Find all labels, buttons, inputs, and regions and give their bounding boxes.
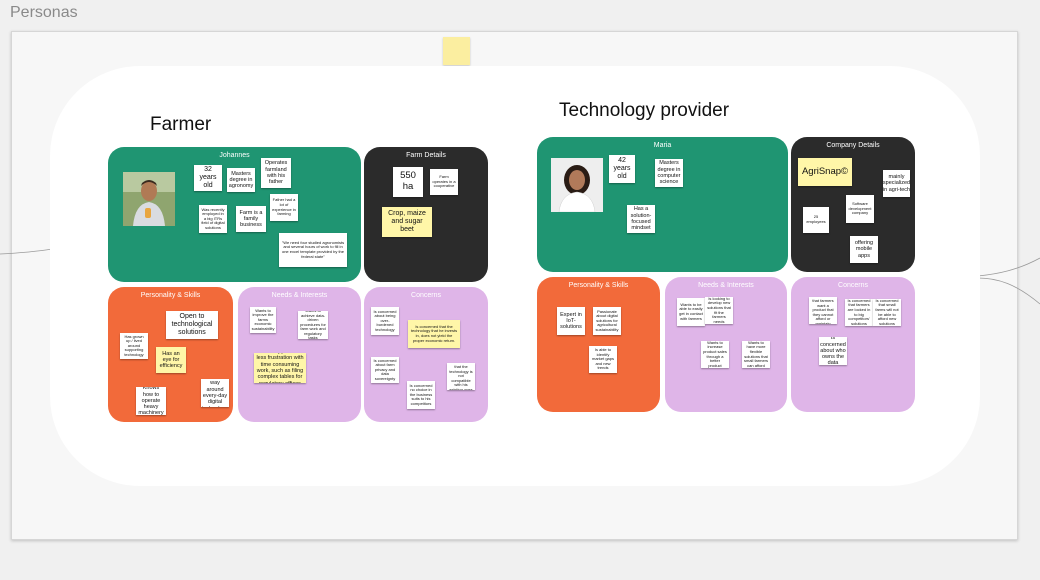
tech-skill-iot[interactable]: Expert in IoT-solutions — [557, 307, 585, 335]
company-note-apps[interactable]: offering mobile apps — [850, 236, 878, 263]
tech-avatar — [551, 158, 603, 212]
farmer-skill-machinery[interactable]: Knows how to operate heavy machinery — [136, 387, 166, 415]
farm-note-crops[interactable]: Crop, maize and sugar beet — [382, 207, 432, 237]
tech-skill-passionate[interactable]: Passionate about digital solutions for a… — [593, 307, 621, 335]
farmer-skill-digital[interactable]: Knows his way around every-day digital t… — [201, 379, 229, 407]
board-title: Personas — [10, 4, 78, 21]
tech-profile-panel[interactable]: Maria 42 years old Masters degree in com… — [537, 137, 788, 272]
tech-concern-small-farms[interactable]: Is concerned that small farms will not b… — [873, 299, 901, 326]
tech-concerns-panel[interactable]: Concerns Is concerned that farmers want … — [791, 277, 915, 412]
farmer-skill-efficiency[interactable]: Has an eye for efficiency — [156, 347, 186, 373]
farmer-concerns-panel[interactable]: Concerns Is concerned about being over-b… — [364, 287, 488, 422]
tech-need-sales[interactable]: Wants to increase product sales through … — [701, 341, 729, 368]
tech-note-degree[interactable]: Masters degree in computer science — [655, 159, 683, 187]
farmer-note-family-business[interactable]: Farm is a family business — [236, 206, 266, 232]
tech-personality-panel[interactable]: Personality & Skills Expert in IoT-solut… — [537, 277, 660, 412]
tech-note-age[interactable]: 42 years old — [609, 155, 635, 183]
tech-needs-title: Needs & Interests — [698, 282, 754, 289]
company-note-name[interactable]: AgriSnap© — [798, 158, 852, 186]
farm-details-title: Farm Details — [406, 152, 446, 159]
tech-need-contact[interactable]: Wants to be able to easily get in contac… — [677, 298, 705, 326]
tech-concerns-title: Concerns — [838, 282, 868, 289]
farmer-note-age[interactable]: 32 years old — [194, 165, 222, 191]
farm-note-cooperative[interactable]: Farm operates in a cooperative — [430, 169, 458, 195]
farmer-title: Farmer — [150, 114, 212, 135]
tech-concern-locked-in[interactable]: Is concerned that farmers are locked in … — [845, 299, 873, 326]
farmer-concern-return[interactable]: Is concerned that the technology that he… — [408, 320, 460, 348]
farmer-avatar — [123, 172, 175, 226]
farmer-needs-panel[interactable]: Needs & Interests Wants to improve the f… — [238, 287, 361, 422]
farmer-need-data-driven[interactable]: Wants to achieve data-driven procedures … — [298, 311, 328, 339]
farmer-need-support[interactable]: More support and less frustration with t… — [254, 353, 306, 383]
tech-note-mindset[interactable]: Has a solution-focused mindset — [627, 205, 655, 233]
farmer-concern-choice[interactable]: Is concerned no choice in the business s… — [407, 381, 435, 409]
tech-skill-market-gaps[interactable]: Is able to identify market gaps and new … — [589, 346, 617, 373]
farmer-personality-panel[interactable]: Personality & Skills Open to technologic… — [108, 287, 233, 422]
farm-note-size[interactable]: 550 ha — [393, 167, 423, 197]
farmer-note-degree[interactable]: Masters degree in agronomy — [227, 168, 255, 192]
yellow-sticky-note[interactable] — [443, 37, 470, 65]
tech-concern-afford[interactable]: Is concerned that farmers want a product… — [809, 297, 837, 324]
farmer-note-quote[interactable]: "We need four studied agronomists and se… — [279, 233, 347, 267]
farmer-concern-privacy[interactable]: Is concerned about farm privacy and data… — [371, 357, 399, 383]
company-details-title: Company Details — [826, 142, 880, 149]
company-details-panel[interactable]: Company Details AgriSnap© mainly special… — [791, 137, 915, 272]
company-note-software[interactable]: Software development company — [846, 195, 874, 223]
farmer-note-farmland[interactable]: Operates farmland with his father — [261, 158, 291, 188]
company-note-employees[interactable]: 25 employees — [803, 207, 829, 233]
farmer-skill-open[interactable]: Open to technological solutions — [166, 311, 218, 339]
farm-details-panel[interactable]: Farm Details 550 ha Farm operates in a c… — [364, 147, 488, 282]
farmer-note-father[interactable]: Father had a lot of experience in farmin… — [270, 194, 298, 221]
company-note-specialized[interactable]: mainly specialized in agri-tech — [883, 170, 910, 197]
farmer-concern-compatible[interactable]: Is concerned that the technology is not … — [447, 363, 475, 390]
farmer-concerns-title: Concerns — [411, 292, 441, 299]
farmer-name: Johannes — [219, 152, 250, 159]
farmer-personality-title: Personality & Skills — [140, 292, 201, 299]
farmer-profile-panel[interactable]: Johannes 32 years old Masters degree in … — [108, 147, 361, 282]
connector-line-left — [0, 248, 52, 255]
tech-personality-title: Personality & Skills — [568, 282, 629, 289]
tech-concern-data-owner[interactable]: Is concerned about who owns the data — [819, 337, 847, 365]
connector-lines-right — [978, 257, 1040, 305]
tech-need-affordable[interactable]: Wants to have more flexible solutions th… — [742, 341, 770, 368]
farmer-needs-title: Needs & Interests — [271, 292, 328, 299]
farmer-need-sustainability[interactable]: Wants to improve the farms economic sust… — [250, 307, 276, 333]
tech-needs-panel[interactable]: Needs & Interests Wants to be able to ea… — [665, 277, 787, 412]
farmer-concern-overburdened[interactable]: Is concerned about being over-burdened t… — [371, 307, 399, 335]
farmer-skill-grown-up[interactable]: Has grown up / lived around supporting t… — [120, 333, 148, 359]
tech-title: Technology provider — [559, 100, 730, 121]
tech-name: Maria — [653, 142, 672, 149]
farmer-note-employment[interactable]: Was recently employed in a big ITRs fiel… — [199, 205, 227, 233]
tech-need-develop[interactable]: Is looking to develop new solutions that… — [705, 297, 733, 324]
